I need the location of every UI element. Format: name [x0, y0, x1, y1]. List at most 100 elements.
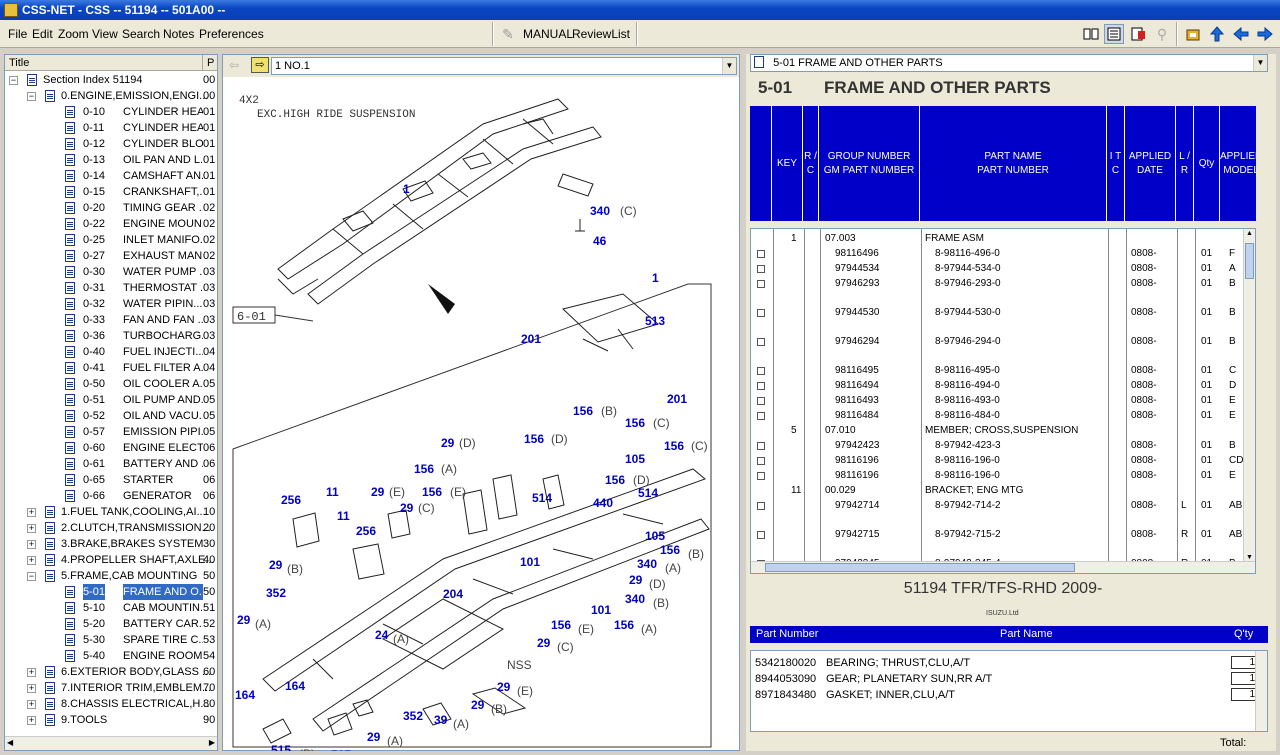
- callout-514[interactable]: 514: [532, 491, 552, 505]
- tree-item-0-61[interactable]: 0-61BATTERY AND ...06: [5, 456, 217, 472]
- callout-164[interactable]: 164: [285, 679, 305, 693]
- menu-file[interactable]: File: [8, 27, 27, 41]
- callout-156b2[interactable]: 156: [660, 543, 680, 557]
- callout-29a[interactable]: 29: [237, 613, 251, 627]
- parts-row[interactable]: 979427148-97942-714-20808-L01AB: [751, 498, 1256, 513]
- menu-view[interactable]: View: [92, 27, 118, 41]
- callout-352[interactable]: 352: [266, 586, 286, 600]
- tree-item-39[interactable]: +8.CHASSIS ELECTRICAL,H...80: [5, 696, 217, 712]
- callout-156a2[interactable]: 156: [614, 618, 634, 632]
- callout-29a2[interactable]: 29: [367, 730, 381, 744]
- scroll-right-icon[interactable]: ▶: [209, 738, 215, 747]
- callout-201[interactable]: 201: [521, 332, 541, 346]
- collapse-icon[interactable]: −: [9, 76, 18, 85]
- parts-row[interactable]: 981161968-98116-196-00808-01CD F: [751, 453, 1256, 468]
- expand-icon[interactable]: +: [27, 540, 36, 549]
- row-checkbox[interactable]: [757, 442, 765, 450]
- callout-156e[interactable]: 156: [422, 485, 442, 499]
- parts-row[interactable]: 507.010MEMBER; CROSS,SUSPENSION: [751, 423, 1256, 438]
- menu-preferences[interactable]: Preferences: [199, 27, 264, 41]
- tree-item-0-50[interactable]: 0-50OIL COOLER A...05: [5, 376, 217, 392]
- parts-row[interactable]: 979445348-97944-534-00808-01A: [751, 261, 1256, 276]
- tree-item-5-10[interactable]: 5-10CAB MOUNTIN...51: [5, 600, 217, 616]
- tree-item-0-30[interactable]: 0-30WATER PUMP ...03: [5, 264, 217, 280]
- back-arrow-icon[interactable]: [1231, 24, 1251, 44]
- part-list-row[interactable]: 8944053090GEAR; PLANETARY SUN,RR A/T1: [751, 671, 1269, 687]
- expand-icon[interactable]: +: [27, 556, 36, 565]
- part-list-scrollbar[interactable]: [1255, 651, 1267, 731]
- tree-item-0-57[interactable]: 0-57EMISSION PIPI...05: [5, 424, 217, 440]
- menu-notes[interactable]: Notes: [163, 27, 194, 41]
- prev-page-icon[interactable]: ⇦: [229, 58, 239, 72]
- col-part-name-list[interactable]: Part Name: [1000, 626, 1053, 643]
- parts-row[interactable]: 979462938-97946-293-00808-01B: [751, 276, 1256, 291]
- expand-icon[interactable]: +: [27, 508, 36, 517]
- tree-item-0-27[interactable]: 0-27EXHAUST MAN...02: [5, 248, 217, 264]
- row-checkbox[interactable]: [757, 531, 765, 539]
- pin-icon[interactable]: ✎: [498, 24, 518, 44]
- forward-arrow-icon[interactable]: [1255, 24, 1275, 44]
- callout-340b[interactable]: 340: [625, 592, 645, 606]
- scroll-thumb[interactable]: [1245, 243, 1254, 279]
- tree-item-0-40[interactable]: 0-40FUEL INJECTI...04: [5, 344, 217, 360]
- callout-440[interactable]: 440: [593, 496, 613, 510]
- manual-button[interactable]: MANUAL: [523, 27, 573, 41]
- part-list-row[interactable]: 8971843480GASKET; INNER,CLU,A/T1: [751, 687, 1269, 703]
- tree-item-0-13[interactable]: 0-13OIL PAN AND L...01: [5, 152, 217, 168]
- tree-item-0-41[interactable]: 0-41FUEL FILTER A...04: [5, 360, 217, 376]
- list-view-icon[interactable]: [1104, 24, 1124, 44]
- scroll-left-icon[interactable]: ◀: [7, 738, 13, 747]
- expand-icon[interactable]: +: [27, 716, 36, 725]
- parts-row[interactable]: 979424238-97942-423-30808-01B: [751, 438, 1256, 453]
- callout-101[interactable]: 101: [520, 555, 540, 569]
- scroll-up-icon[interactable]: ▲: [1246, 230, 1253, 237]
- callout-204[interactable]: 204: [443, 587, 463, 601]
- col-list-qty[interactable]: Q'ty: [1234, 626, 1253, 643]
- expand-icon[interactable]: +: [27, 524, 36, 533]
- parts-row[interactable]: 1100.029BRACKET; ENG MTG: [751, 483, 1256, 498]
- row-checkbox[interactable]: [757, 338, 765, 346]
- row-checkbox[interactable]: [757, 382, 765, 390]
- col-applied-date[interactable]: APPLIED DATE: [1125, 106, 1176, 221]
- cart-icon[interactable]: [1183, 24, 1203, 44]
- callout-513[interactable]: 513: [645, 314, 665, 328]
- row-checkbox[interactable]: [757, 250, 765, 258]
- callout-24[interactable]: 24: [375, 628, 389, 642]
- col-group-number[interactable]: GROUP NUMBER GM PART NUMBER: [819, 106, 920, 221]
- callout-352b[interactable]: 352: [403, 709, 423, 723]
- tree-item-0-51[interactable]: 0-51OIL PUMP AND...05: [5, 392, 217, 408]
- reviewlist-button[interactable]: ReviewList: [572, 27, 630, 41]
- parts-vertical-scrollbar[interactable]: ▲ ▼: [1243, 229, 1255, 574]
- tree-horizontal-scrollbar[interactable]: ◀ ▶: [5, 736, 217, 750]
- row-checkbox[interactable]: [757, 367, 765, 375]
- callout-11[interactable]: 11: [326, 485, 339, 499]
- tree-item-29[interactable]: +3.BRAKE,BRAKES SYSTEM30: [5, 536, 217, 552]
- parts-horizontal-scrollbar[interactable]: [751, 561, 1256, 573]
- tree-item-30[interactable]: +4.PROPELLER SHAFT,AXLE...40: [5, 552, 217, 568]
- row-checkbox[interactable]: [757, 457, 765, 465]
- collapse-icon[interactable]: −: [27, 572, 36, 581]
- callout-101b[interactable]: 101: [591, 603, 611, 617]
- callout-105b[interactable]: 105: [645, 529, 665, 543]
- parts-row[interactable]: 981164968-98116-496-00808-01F: [751, 246, 1256, 261]
- chevron-down-icon[interactable]: ▼: [1253, 55, 1267, 71]
- frame-parts-diagram[interactable]: 4X2 EXC.HIGH RIDE SUSPENSION 6-01: [223, 79, 739, 751]
- callout-29e2[interactable]: 29: [497, 680, 511, 694]
- callout-29d[interactable]: 29: [441, 436, 455, 450]
- expand-icon[interactable]: +: [27, 700, 36, 709]
- callout-156c[interactable]: 156: [625, 416, 645, 430]
- tree-item-0-52[interactable]: 0-52OIL AND VACU...05: [5, 408, 217, 424]
- book-icon[interactable]: [1081, 24, 1101, 44]
- row-checkbox[interactable]: [757, 265, 765, 273]
- tree-item-0-12[interactable]: 0-12CYLINDER BLO...01: [5, 136, 217, 152]
- tree-item-0-15[interactable]: 0-15CRANKSHAFT,...01: [5, 184, 217, 200]
- tree-item-28[interactable]: +2.CLUTCH,TRANSMISSION...20: [5, 520, 217, 536]
- parts-row[interactable]: 107.003FRAME ASM: [751, 231, 1256, 246]
- scroll-down-icon[interactable]: ▼: [1246, 554, 1253, 561]
- callout-29b[interactable]: 29: [269, 558, 283, 572]
- tree-item-0-31[interactable]: 0-31THERMOSTAT ...03: [5, 280, 217, 296]
- diagram-page-select[interactable]: 1 NO.1 ▼: [271, 57, 737, 75]
- next-page-icon[interactable]: ⇨: [251, 57, 269, 73]
- row-checkbox[interactable]: [757, 472, 765, 480]
- callout-164b[interactable]: 164: [235, 688, 255, 702]
